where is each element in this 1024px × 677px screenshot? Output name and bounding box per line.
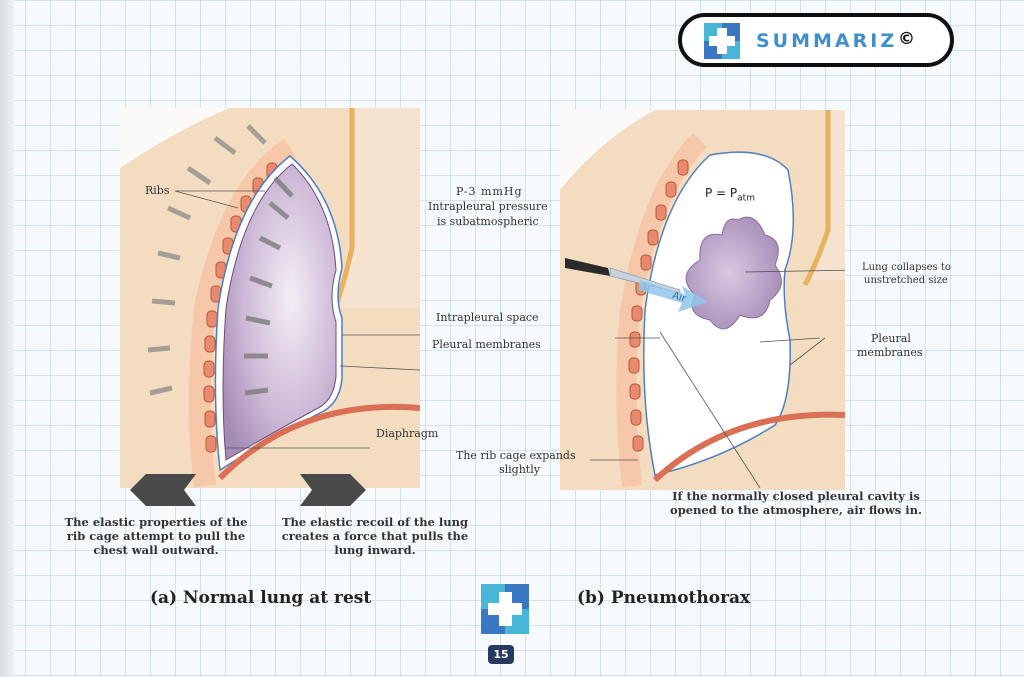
label-rib-expands-1: The rib cage expands [456,449,576,462]
medical-cross-icon [704,23,740,59]
label-lung-collapses-2: unstretched size [864,275,948,286]
label-pressure-desc-2: is subatmospheric [437,215,539,228]
label-lung-collapses-1: Lung collapses to [862,262,951,273]
label-pressure-value: P-3 mmHg [456,185,523,198]
pneumothorax-illustration [560,110,845,490]
brand-name: SUMMARIZ [756,30,898,52]
brand-badge: SUMMARIZ © [678,13,954,67]
note-lung-recoil: The elastic recoil of the lung creates a… [281,515,469,557]
label-pressure-desc-1: Intrapleural pressure [428,200,548,213]
pressure-eq-subscript: atm [737,193,755,204]
pressure-eq-text: P = P [705,186,738,200]
caption-normal-lung: (a) Normal lung at rest [150,588,372,608]
outward-chevron-icon [130,474,196,506]
inward-chevron-icon [300,474,366,506]
copyright-mark: © [898,29,915,49]
footer-logo-icon [481,584,529,634]
label-pleural-b-1: Pleural [871,332,911,345]
label-intrapleural-space: Intrapleural space [436,311,539,324]
note-pneumothorax: If the normally closed pleural cavity is… [670,489,922,517]
page-number: 15 [488,645,514,664]
label-rib-expands-2: slightly [499,463,540,476]
label-ribs: Ribs [145,184,170,197]
note-rib-cage: The elastic properties of the rib cage a… [64,515,248,557]
page-edge [0,0,14,677]
label-pleural-membranes: Pleural membranes [432,338,541,351]
label-pressure-equation: P = Patm [705,186,755,203]
label-pleural-b-2: membranes [857,346,923,359]
knife-icon [565,258,681,294]
normal-lung-illustration [120,108,420,488]
caption-pneumothorax: (b) Pneumothorax [577,588,751,608]
label-diaphragm: Diaphragm [376,427,439,440]
